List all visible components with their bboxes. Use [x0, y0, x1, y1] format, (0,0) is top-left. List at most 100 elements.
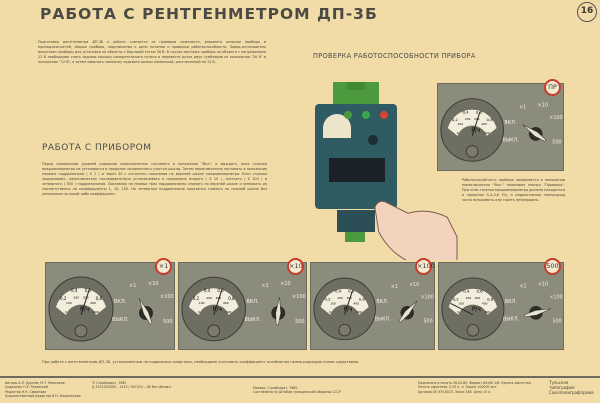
switch-label-on: ВКЛ. — [114, 299, 127, 305]
zero-adjust-screw-icon[interactable] — [465, 145, 479, 158]
switch-label-off: ВЫКЛ. — [502, 138, 519, 144]
credit-line: Печать офсетная. 0,25 п. л. Тираж 100000… — [418, 385, 497, 390]
range-switch-pointer — [524, 308, 552, 318]
gauge-bezel — [441, 277, 505, 341]
range-badge: ×10 — [287, 258, 304, 275]
bottom-scale-label: 400 — [223, 301, 229, 305]
switch-label-off: ВЫКЛ. — [112, 317, 129, 323]
gauge-bezel — [181, 276, 246, 342]
gauge-face — [447, 109, 497, 136]
work-heading: РАБОТА С ПРИБОРОМ — [42, 143, 152, 153]
credits-publisher: Москва, Стройиздат, 1985 Составлено по Ш… — [253, 386, 341, 395]
switch-label-x10: ×10 — [538, 103, 548, 109]
switch-label-x1: ×1 — [261, 283, 268, 289]
switch-label-x10: ×10 — [148, 281, 159, 287]
gauge-needle — [471, 111, 481, 136]
switch-label-off: ВЫКЛ. — [374, 316, 390, 322]
bottom-scale-label: 0 — [457, 310, 459, 314]
bottom-scale-label: 500 — [485, 310, 491, 314]
bottom-scale-label: 100 — [458, 122, 464, 126]
switch-label-x10: ×10 — [538, 282, 548, 288]
dosimeter-device-illustration — [315, 82, 397, 242]
top-scale-label: 0,2 — [452, 117, 459, 122]
range-badge: ×1 — [155, 258, 172, 275]
top-scale-label: 0,8 — [486, 117, 493, 122]
range-badge: ПР — [544, 79, 561, 96]
footnote: При работе с рентгенметром ДП-3Б, устано… — [42, 360, 360, 364]
bottom-scale-label: 200 — [466, 296, 472, 300]
top-scale-label: 0,4 — [71, 288, 78, 293]
bottom-scale-label: 500 — [93, 310, 99, 314]
range-switch-pointer — [522, 124, 547, 142]
gauge-face — [56, 288, 106, 315]
gauge-needle — [213, 290, 223, 316]
intro-paragraph: Подготовка рентгенметра ДП-3Б к работе с… — [38, 40, 266, 64]
bottom-scale-label: 0 — [198, 310, 200, 314]
zero-adjust-screw-icon[interactable] — [338, 323, 351, 337]
switch-label-x1: ×1 — [391, 284, 398, 290]
top-scale-label: 0,4 — [463, 289, 470, 294]
top-scale-label: 0,2 — [453, 296, 460, 301]
bottom-scale-label: 200 — [465, 117, 471, 121]
switch-label-x10: ×10 — [409, 282, 419, 288]
bottom-scale-label: 400 — [90, 301, 96, 305]
switch-label-x1: ×1 — [519, 284, 526, 290]
bottom-scale-label: 100 — [199, 301, 205, 305]
credits-authors: Авторы А.П. Дурнев, М.Т. Минсиков Художн… — [5, 381, 81, 399]
hand-pressing-button-illustration — [374, 200, 458, 260]
gauge-bezel — [313, 277, 376, 341]
gauge-needle — [450, 302, 474, 316]
top-scale-label: 0,4 — [204, 288, 211, 293]
bottom-scale-label: 100 — [458, 301, 464, 305]
top-scale-label: 0,2 — [324, 296, 331, 301]
top-scale-label: 0,8 — [487, 296, 494, 301]
top-scale-label: 0,4 — [462, 109, 469, 114]
page-title: РАБОТА С РЕНТГЕНМЕТРОМ ДП-3Б — [40, 5, 378, 23]
range-switch-pointer — [398, 300, 418, 323]
credits-printer: Тульская типография Союзполиграфпрома — [549, 380, 594, 395]
bottom-scale-label: 500 — [484, 131, 490, 135]
switch-label-x100: ×100 — [292, 294, 306, 300]
credit-line: Договор АП XYI-8023. Заказ 548. Цена 10 … — [418, 389, 492, 394]
top-scale-label: 0,8 — [228, 296, 235, 301]
credit-line: типография — [549, 385, 575, 390]
bottom-scale-label: 400 — [481, 122, 487, 126]
gauge-face — [320, 288, 369, 315]
bottom-scale-label: 100 — [66, 301, 72, 305]
switch-label-on: ВКЛ. — [504, 120, 516, 126]
credit-line: Художник Н.Е. Розовский — [5, 385, 48, 390]
zero-adjust-screw-icon[interactable] — [466, 323, 480, 337]
credit-line: Составлено по Штабом гражданской обороны… — [253, 390, 341, 395]
switch-label-off: ВЫКЛ. — [244, 317, 261, 323]
top-scale-label: 0,8 — [96, 296, 103, 301]
switch-label-on: ВКЛ. — [246, 299, 259, 305]
page-number: 16 — [577, 2, 597, 22]
unit-label: Р/ч — [344, 307, 353, 313]
bottom-scale-label: 200 — [73, 296, 79, 300]
top-scale-label: 0,8 — [359, 296, 366, 301]
switch-label-x1: ×1 — [519, 104, 526, 110]
bottom-scale-label: 0 — [329, 310, 331, 314]
credit-line: Д 3101020000 – 1415 / 047(01) – 85 без о… — [92, 385, 172, 390]
switch-label-500: 500 — [295, 319, 304, 325]
check-heading: ПРОВЕРКА РАБОТОСПОСОБНОСТИ ПРИБОРА — [313, 52, 476, 60]
zero-adjust-screw-icon[interactable] — [74, 324, 88, 338]
gauge-needle — [344, 290, 353, 315]
bottom-scale-label: 200 — [337, 296, 343, 300]
credit-line: Редактор Н.К. Смирнова — [5, 389, 47, 394]
switch-label-off: ВЫКЛ. — [503, 317, 520, 323]
top-scale-label: 0,2 — [193, 296, 200, 301]
switch-label-x1: ×1 — [129, 283, 136, 289]
switch-label-x100: ×100 — [549, 115, 562, 121]
top-scale-label: 0,6 — [476, 109, 483, 114]
range-switch-pointer — [275, 297, 281, 326]
zero-adjust-screw-icon[interactable] — [207, 324, 221, 338]
credits-print: Подписано в печать 26.04.85. Формат 60х9… — [418, 381, 532, 394]
top-scale-label: 0,4 — [335, 289, 342, 294]
bottom-scale-label: 300 — [475, 296, 481, 300]
bottom-scale-label: 400 — [482, 301, 488, 305]
